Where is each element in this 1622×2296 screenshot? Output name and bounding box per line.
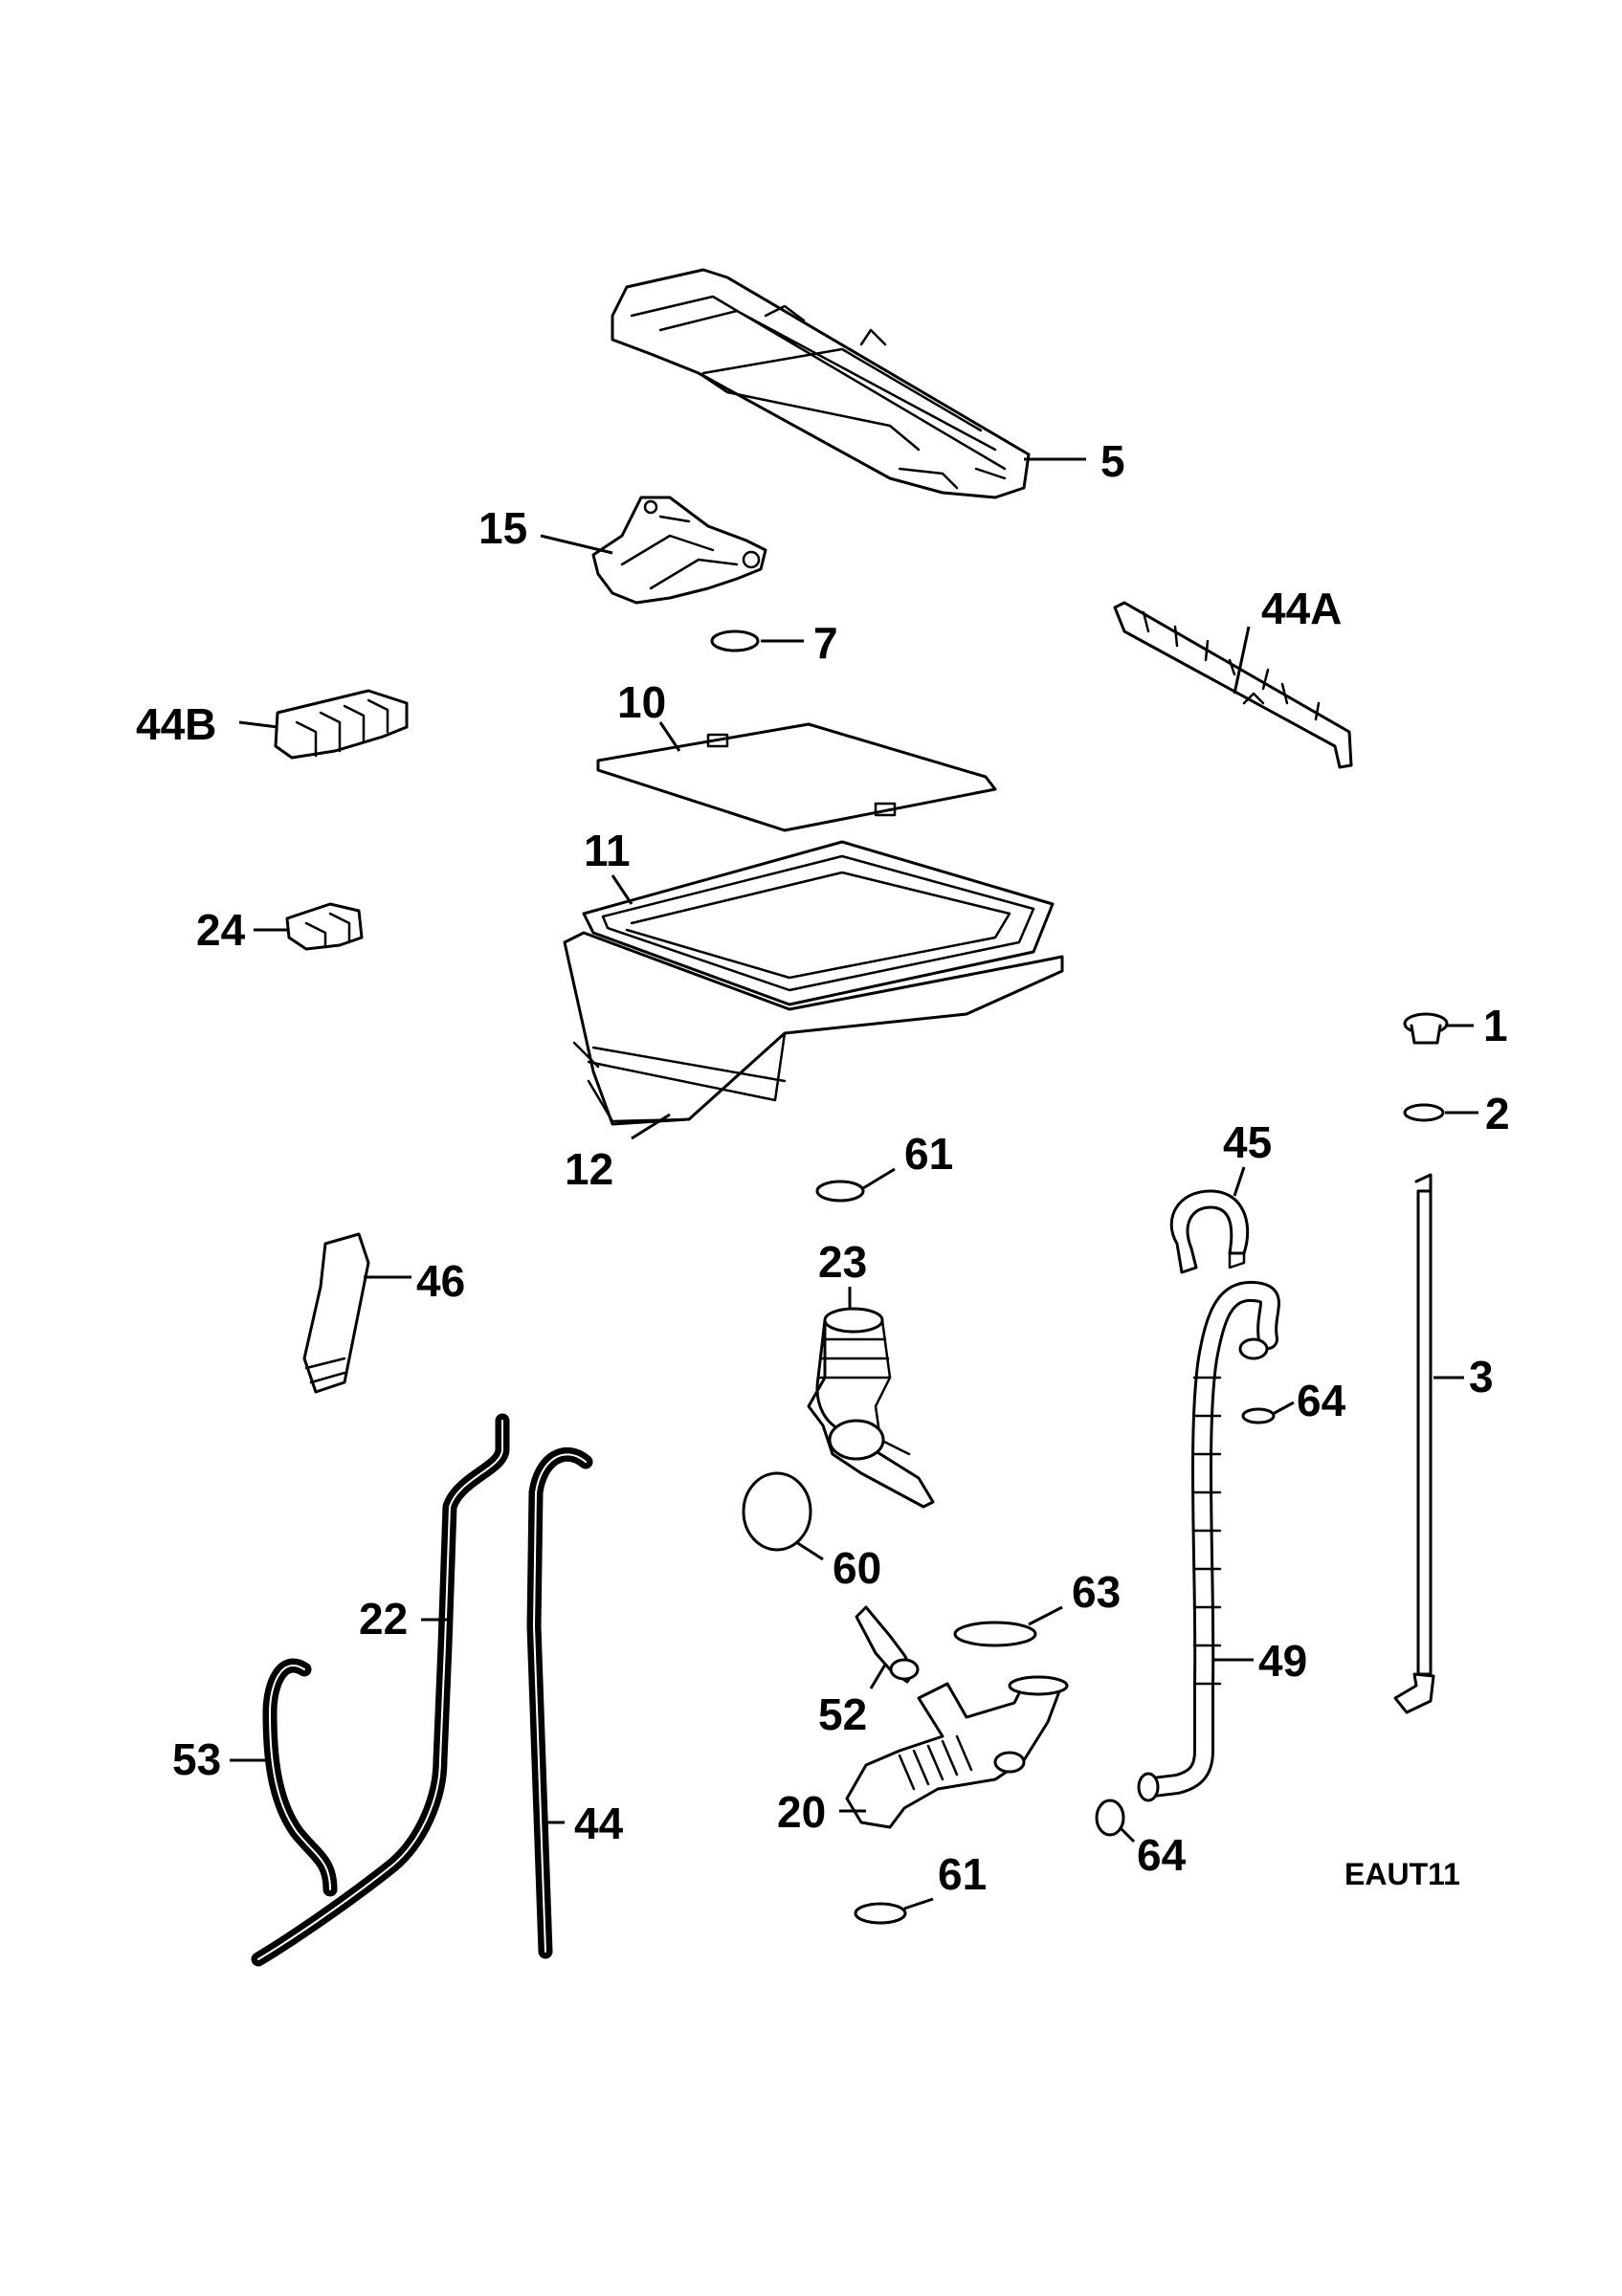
callout-7: 7 bbox=[813, 618, 838, 668]
part-64-clamp-lower bbox=[1095, 1799, 1125, 1837]
callout-23: 22 bbox=[359, 1594, 408, 1644]
callout-61b: 61 bbox=[938, 1849, 987, 1899]
callout-53: 53 bbox=[172, 1734, 221, 1784]
part-7-seal-ring bbox=[710, 629, 760, 652]
leader-12 bbox=[631, 1113, 671, 1140]
callout-11: 11 bbox=[584, 826, 631, 875]
part-46-hose-hook bbox=[1169, 1189, 1250, 1274]
callout-44: 24 bbox=[196, 905, 246, 955]
callout-61a: 61 bbox=[904, 1129, 953, 1179]
part-49-filter-brush bbox=[302, 1232, 370, 1394]
callout-44B: 44B bbox=[136, 699, 216, 749]
callout-46: 45 bbox=[1223, 1117, 1272, 1167]
part-2-washer bbox=[1403, 1103, 1445, 1122]
callout-5: 5 bbox=[1100, 436, 1125, 486]
callout-2: 2 bbox=[1485, 1089, 1510, 1138]
part-45-drain-hose bbox=[1137, 1280, 1280, 1802]
part-52-nozzle bbox=[855, 1605, 920, 1684]
part-53-short-hose bbox=[262, 1658, 338, 1897]
part-10-lid-panel bbox=[596, 722, 997, 832]
part-11-gasket-frame bbox=[582, 840, 1055, 1006]
part-1-cap bbox=[1403, 1012, 1449, 1045]
part-61-clamp-upper bbox=[815, 1180, 865, 1203]
callout-52: 52 bbox=[818, 1689, 867, 1739]
callout-12: 12 bbox=[565, 1144, 613, 1194]
leader-61a bbox=[862, 1167, 896, 1190]
callout-64a: 64 bbox=[1297, 1376, 1346, 1425]
part-22-hose bbox=[526, 1446, 593, 1959]
callout-22: 44 bbox=[574, 1799, 624, 1848]
leader-64a bbox=[1272, 1401, 1295, 1416]
part-44A-wiring-bracket bbox=[1113, 601, 1353, 769]
leader-44A bbox=[1233, 626, 1251, 695]
part-15-valve-assembly bbox=[591, 496, 767, 605]
part-3-inlet-pipe bbox=[1393, 1173, 1435, 1714]
part-44B-connector-block bbox=[274, 689, 409, 760]
leader-15 bbox=[540, 534, 613, 555]
callout-10: 10 bbox=[617, 677, 666, 727]
callout-60: 60 bbox=[833, 1543, 881, 1593]
callout-63: 63 bbox=[1072, 1567, 1121, 1617]
part-60-clamp-ring bbox=[742, 1471, 812, 1552]
part-64-clamp-upper bbox=[1241, 1407, 1276, 1424]
callout-15: 15 bbox=[478, 503, 527, 553]
part-20-outlet-pipe bbox=[845, 1675, 1069, 1829]
part-63-clamp bbox=[953, 1621, 1037, 1647]
part-61-clamp-lower bbox=[854, 1902, 907, 1925]
part-23-long-hose bbox=[251, 1413, 510, 1967]
part-5-dispenser-housing bbox=[611, 268, 1031, 499]
callout-1: 1 bbox=[1483, 1001, 1508, 1050]
callout-20: 20 bbox=[777, 1787, 826, 1837]
leader-44B bbox=[238, 720, 278, 729]
leader-52 bbox=[869, 1664, 887, 1689]
leader-61b bbox=[903, 1897, 934, 1910]
leader-60 bbox=[795, 1540, 824, 1561]
leader-46 bbox=[1233, 1166, 1246, 1197]
leader-10 bbox=[658, 721, 681, 752]
callout-44A: 44A bbox=[1261, 584, 1342, 633]
leader-63 bbox=[1028, 1605, 1063, 1626]
diagram-code: EAUT11 bbox=[1344, 1857, 1460, 1891]
callout-64b: 64 bbox=[1137, 1830, 1187, 1880]
leader-64b bbox=[1118, 1825, 1136, 1843]
leader-11 bbox=[611, 874, 633, 905]
callout-3: 3 bbox=[1469, 1352, 1494, 1402]
callout-45: 49 bbox=[1258, 1636, 1307, 1686]
callout-49: 46 bbox=[416, 1256, 465, 1306]
callout-24: 23 bbox=[818, 1237, 867, 1287]
part-44-connector bbox=[285, 902, 364, 951]
part-24-sump-connector bbox=[807, 1307, 935, 1509]
